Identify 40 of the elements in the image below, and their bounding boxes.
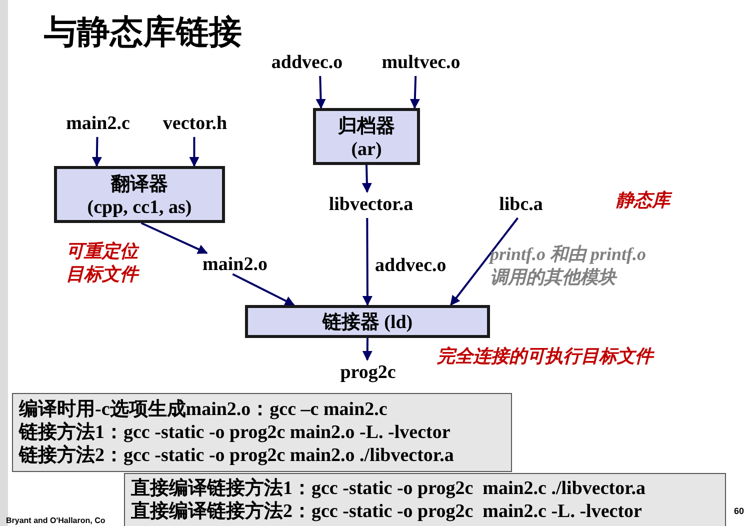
file-name: libvector.a [328,194,414,216]
box-label: (cpp, cc1, as) [87,196,192,218]
title: 与静态库链接 [44,11,242,53]
file-name: libc.a [499,194,543,216]
box-label: 链接器 (ld) [322,310,413,334]
arrow [410,76,420,109]
box-label: 翻译器 [111,172,168,196]
command-line: 链接方法1：gcc -static -o prog2c main2.o -L. -lvector [19,421,450,444]
file-name: addvec.o [271,52,343,74]
arrow [362,218,372,306]
arrow [189,137,200,167]
annotation: 静态库 [616,188,670,212]
command-line: 直接编译链接方法2：gcc -static -o prog2c main2.c -L. -lvector [131,500,642,523]
arrow [92,136,102,167]
process-box [54,166,225,223]
file-name: main2.o [202,254,268,276]
arrow [362,338,372,361]
annotation: 可重定位目标文件 [66,240,140,285]
annotation: 完全连接的可执行目标文件 [437,345,653,368]
command-line: 直接编译链接方法1：gcc -static -o prog2c main2.c ./libvector.a [131,477,646,500]
command-panel [12,393,512,472]
page-number: 60 [734,506,744,516]
command-panel [124,473,726,526]
arrow [450,217,519,306]
process-box [313,108,420,165]
file-name: prog2c [340,362,396,384]
file-name: multvec.o [382,52,460,74]
annotation: printf.o 和由 printf.o 调用的其他模块 [490,243,648,288]
command-line: 编译时用-c选项生成main2.o：gcc –c main2.c [19,398,388,421]
arrow [362,164,372,193]
arrow [232,273,295,306]
arrow [316,76,326,109]
footer-text: Bryant and O'Hallaron, Co [6,516,106,525]
command-line: 链接方法2：gcc -static -o prog2c main2.o ./libvector.a [19,444,454,467]
file-name: vector.h [162,113,228,135]
box-label: 归档器 [338,114,395,138]
process-box [245,305,490,338]
file-name: main2.c [66,113,130,135]
box-label: (ar) [351,138,382,160]
arrow [140,222,208,254]
